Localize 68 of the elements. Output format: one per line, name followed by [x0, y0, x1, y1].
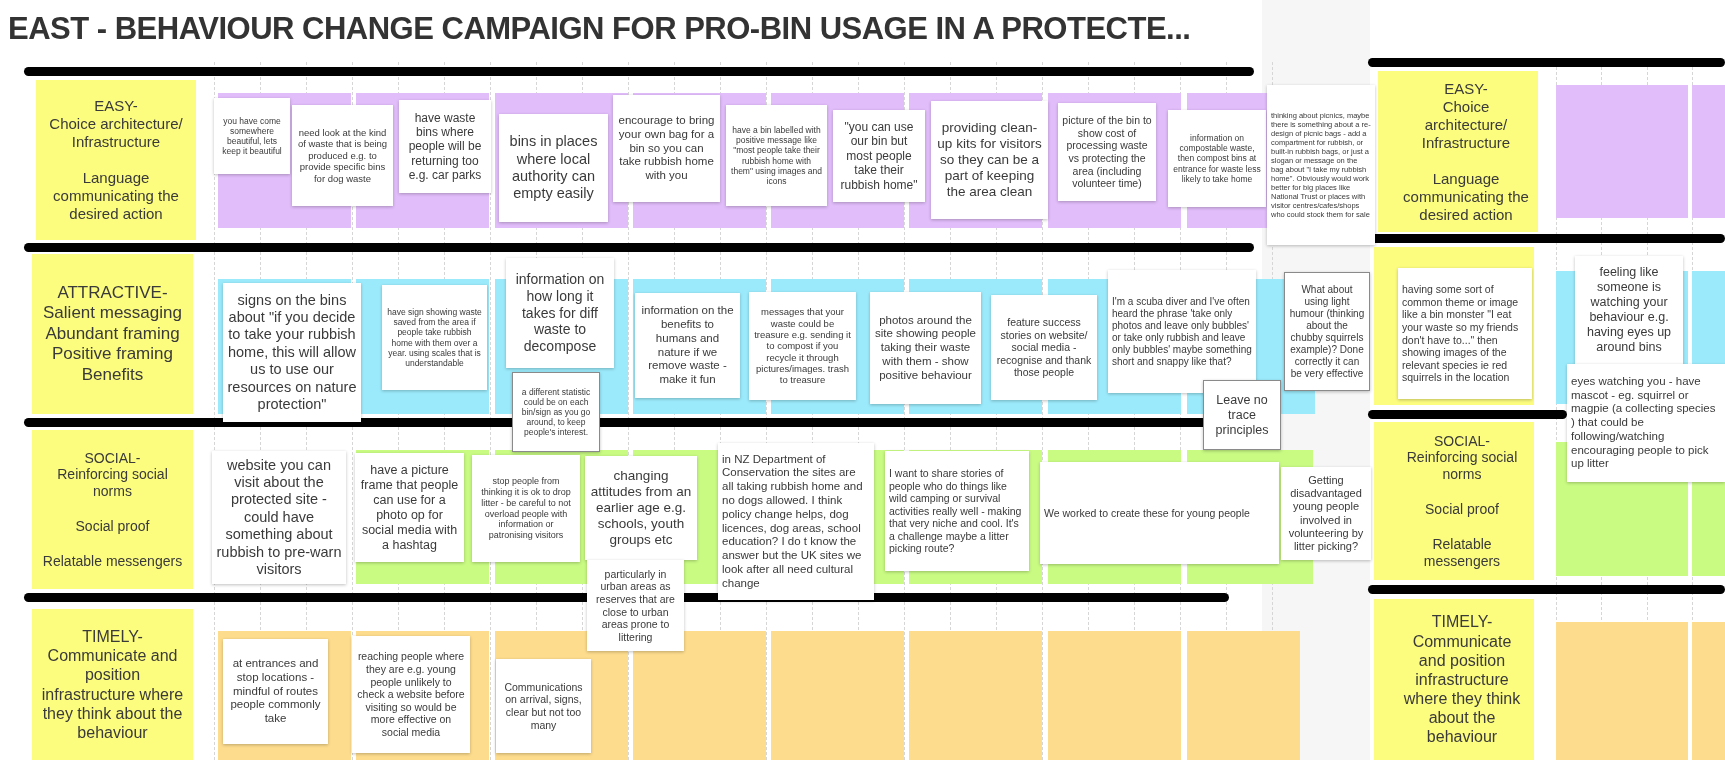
category-card [1374, 247, 1534, 405]
sticky-note: signs on the bins about "if you decide to take your rubbish home, this will allow us to use our resources on nature protection" [223, 283, 361, 422]
sticky-note: have sign showing waste saved from the area if people take rubbish home with them over a year. using scales that is understandable [382, 285, 487, 390]
card-text: Positive framing [52, 344, 173, 365]
card-text: Communicate and position infrastructure where they think about the behaviour [40, 646, 185, 743]
board-title: EAST - BEHAVIOUR CHANGE CAMPAIGN FOR PRO-BIN USAGE IN A PROTECTE... [8, 10, 1191, 48]
sticky-note: website you can visit about the protected site - could have something about rubbish to pre-warn visitors [212, 451, 346, 584]
sticky-note: I'm a scuba diver and I've often heard the phrase 'take only photos and leave only bubbles' or take only rubbish and leave only bubbles' maybe something short and snappy like that? [1108, 270, 1256, 393]
sticky-note: having some sort of common theme or image like a bin monster "I eat your waste so my friends don't have to..." then showing images of the relevant species ie red squirrels in the location [1398, 268, 1532, 399]
card-heading: TIMELY- [1431, 612, 1493, 632]
sticky-note: information on the benefits to humans and nature if we remove waste - make it fun [635, 293, 740, 398]
category-card [1374, 422, 1534, 580]
card-heading: EASY- [94, 97, 138, 115]
sticky-note: bins in places where local authority can empty easily [499, 114, 608, 222]
sticky-note: a different statistic could be on each bin/sign as you go around, to keep people's interest. [512, 372, 600, 452]
sticky-note: I want to share stories of people who do things like wild camping or survival activities really well - making that very niche and cool. It's a challenge maybe a litter picking route? [885, 451, 1029, 571]
sticky-note: need look at the kind of waste that is being produced e.g. to provide specific bins for dog waste [292, 105, 393, 206]
card-text: Choice architecture/ Infrastructure [48, 115, 184, 151]
sticky-note: picture of the bin to show cost of processing waste vs protecting the area (including volunteer time) [1058, 103, 1156, 201]
category-card [36, 80, 196, 240]
card-text: Choice architecture/ Infrastructure [1420, 97, 1512, 152]
sticky-note: eyes watching you - have mascot - eg. squirrel or magpie (a collecting species ) that could be following/watching encouraging people to pick up litter [1567, 364, 1725, 482]
sticky-note: information on compostable waste, then compost bins at entrance for waste less likely to take home [1168, 110, 1266, 207]
sticky-note: in NZ Department of Conservation the sites are all taking rubbish home and no dogs allowed. I think policy change helps, dog licences, dog areas, school education? I do t know the answer but the UK sites we look after all need cultural change [718, 443, 874, 600]
card-heading: EASY- [1444, 79, 1488, 98]
category-card [32, 609, 193, 760]
category-card [32, 254, 193, 414]
card-text: Benefits [81, 364, 144, 385]
category-card [32, 430, 193, 589]
card-text: Reinforcing social norms [56, 466, 169, 500]
sticky-note: reaching people where they are e.g. young people unlikely to check a website before visiting so would be more effective on social media [352, 636, 470, 753]
category-card [1378, 71, 1538, 232]
sticky-note: We worked to create these for young people [1040, 462, 1279, 564]
card-text: Salient messaging [43, 303, 182, 324]
card-text: Communicate and position infrastructure where they think about the behaviour [1402, 631, 1522, 747]
sticky-note: particularly in urban areas as reserves that are close to urban areas prone to littering [587, 560, 684, 651]
card-text: Reinforcing social norms [1405, 449, 1519, 483]
sticky-note: messages that your waste could be treasure e.g. sending it to compost if you recycle it through pictures/images. trash to treasure [749, 292, 856, 400]
card-text: Social proof [1425, 501, 1499, 518]
sticky-note: encourage to bring your own bag for a bin so you can take rubbish home with you [613, 95, 720, 202]
sticky-note: Getting disadvantaged young people involved in volunteering by litter picking? [1281, 467, 1371, 560]
sticky-note: feeling like someone is watching your behaviour e.g. having eyes up around bins [1575, 256, 1683, 364]
sticky-note: providing clean-up kits for visitors so they can be a part of keeping the area clean [931, 101, 1048, 219]
card-heading: TIMELY- [82, 626, 143, 647]
card-text: Abundant framing [45, 323, 180, 345]
sticky-note: have waste bins where people will be returning too e.g. car parks [399, 100, 491, 193]
category-card [1374, 599, 1534, 760]
sticky-note: have a picture frame that people can use for a photo op for social media with a hashtag [355, 453, 464, 562]
card-text: Social proof [75, 517, 150, 535]
sticky-note: changing attitudes from an earlier age e.g. schools, youth groups etc [585, 456, 697, 560]
card-heading: ATTRACTIVE- [57, 283, 168, 304]
sticky-note: have a bin labelled with positive message like "most people take their rubbish home with them" using images and icons [726, 105, 827, 206]
card-text: Language communicating the desired action [1402, 169, 1530, 224]
sticky-note: "you can use our bin but most people take their rubbish home" [833, 110, 925, 202]
sticky-note: information on how long it takes for diff waste to decompose [506, 258, 614, 368]
sticky-note: feature success stories on website/ social media - recognise and thank those people [991, 295, 1097, 400]
sticky-note: at entrances and stop locations - mindful of routes people commonly take [223, 639, 328, 744]
card-text: Relatable messengers [1422, 535, 1502, 570]
sticky-note: Leave no trace principles [1203, 380, 1281, 450]
card-heading: SOCIAL- [1434, 432, 1490, 450]
card-text: Relatable messengers [42, 552, 183, 570]
card-heading: SOCIAL- [84, 449, 141, 467]
sticky-note: you have come somewhere beautiful, lets keep it beautiful [214, 98, 290, 174]
sticky-note: photos around the site showing people taking their waste with them - show positive behaviour [870, 292, 981, 404]
sticky-note: What about using light humour (thinking about the chubby squirrels example)? Done correctly it can be very effective [1284, 272, 1370, 391]
card-text: Language communicating the desired action [52, 169, 180, 223]
sticky-note: stop people from thinking it is ok to drop litter - be careful to not overload people with information or patronising visitors [472, 455, 580, 562]
sticky-note: Communications on arrival, signs, clear but not too many [496, 659, 591, 753]
